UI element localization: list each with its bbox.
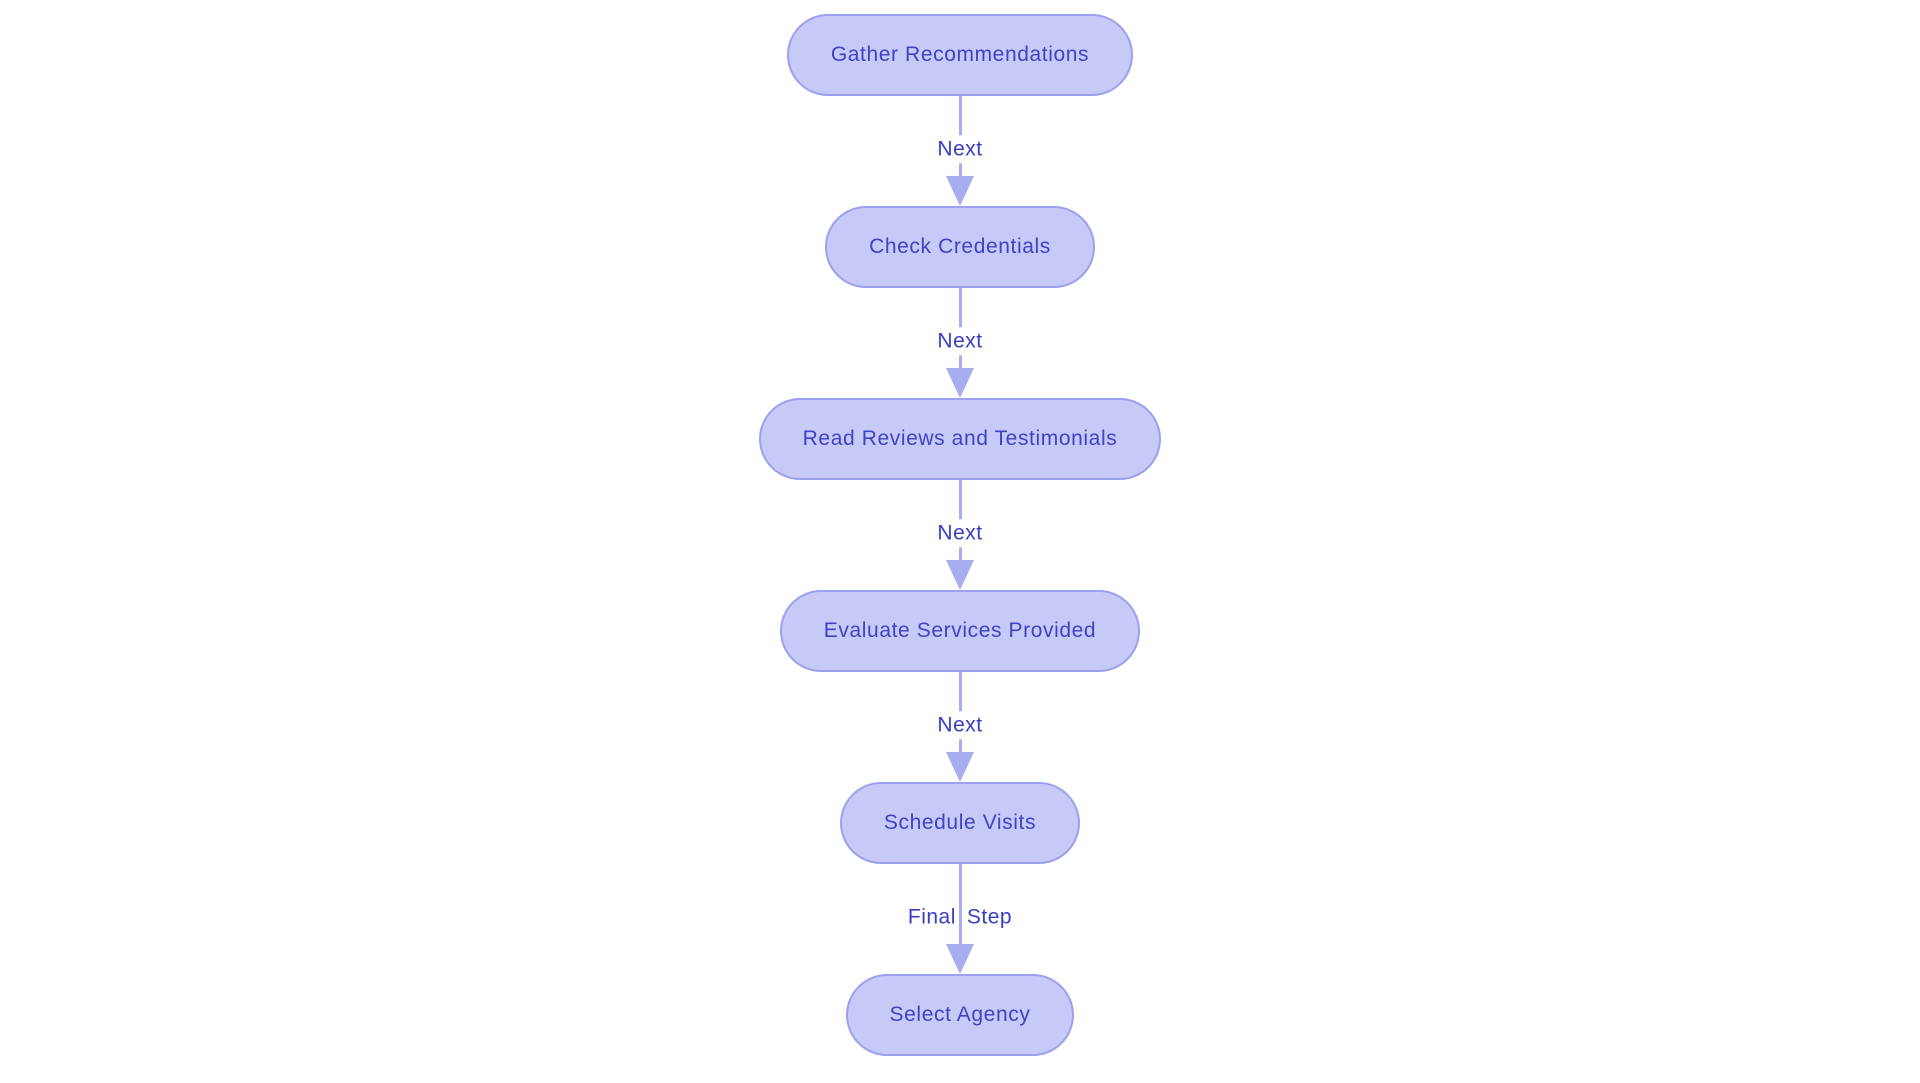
edge-line — [958, 864, 962, 948]
edge-label: Next — [935, 711, 985, 740]
arrowhead-down-icon — [946, 176, 974, 206]
edge-label-word: Next — [935, 711, 985, 740]
flow-node-read-reviews-and-testimonials: Read Reviews and Testimonials — [758, 398, 1162, 480]
edge-label: Next — [935, 327, 985, 356]
edge-label-word: Final — [905, 903, 958, 932]
flow-node-evaluate-services-provided: Evaluate Services Provided — [779, 590, 1141, 672]
edge-label-word: Next — [935, 519, 985, 548]
flow-edge-1: Next — [830, 96, 1090, 206]
flowchart-column: Gather Recommendations Next Check Creden… — [0, 14, 1920, 1056]
flow-node-check-credentials: Check Credentials — [825, 206, 1095, 288]
node-label: Read Reviews and Testimonials — [802, 427, 1118, 450]
node-label: Schedule Visits — [883, 811, 1037, 834]
flow-edge-4: Next — [830, 672, 1090, 782]
edge-label: Next — [935, 519, 985, 548]
edge-label: Next — [935, 135, 985, 164]
flow-node-schedule-visits: Schedule Visits — [839, 782, 1081, 864]
arrowhead-down-icon — [946, 752, 974, 782]
node-label: Check Credentials — [869, 235, 1051, 258]
node-label: Select Agency — [889, 1003, 1031, 1026]
edge-label-word: Next — [935, 327, 985, 356]
node-label: Gather Recommendations — [830, 43, 1090, 66]
arrowhead-down-icon — [946, 944, 974, 974]
edge-label-word: Step — [964, 903, 1015, 932]
arrowhead-down-icon — [946, 560, 974, 590]
flow-edge-2: Next — [830, 288, 1090, 398]
flow-edge-3: Next — [830, 480, 1090, 590]
flow-node-gather-recommendations: Gather Recommendations — [786, 14, 1134, 96]
arrowhead-down-icon — [946, 368, 974, 398]
flow-node-select-agency: Select Agency — [845, 974, 1075, 1056]
node-label: Evaluate Services Provided — [823, 619, 1097, 642]
edge-label-word: Next — [935, 135, 985, 164]
